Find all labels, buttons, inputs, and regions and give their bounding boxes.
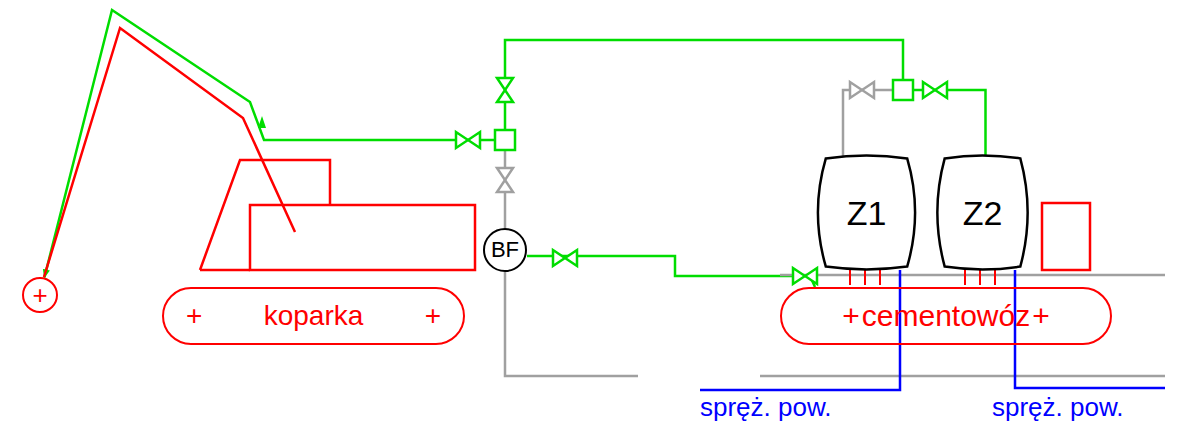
node-label: koparka: [264, 302, 364, 330]
node-label: Z1: [847, 196, 887, 230]
tank: Z2: [930, 155, 1035, 270]
tank-supports: [850, 270, 995, 285]
excavator-track: + koparka +: [162, 287, 465, 345]
truck-cab: [1042, 203, 1090, 270]
terminal-circle: +: [22, 277, 58, 313]
valves: [456, 78, 947, 284]
polarity-mark: +: [425, 302, 441, 330]
air-label: spręż. pow.: [990, 394, 1126, 420]
junction-box: [495, 130, 515, 150]
grey-pipes: [505, 90, 1165, 376]
node-label: cementowóz: [862, 301, 1030, 331]
node-label: Z2: [963, 196, 1003, 230]
polarity-mark: +: [842, 301, 860, 331]
tank: Z1: [810, 155, 923, 270]
air-label: spręż. pow.: [698, 394, 834, 420]
flow-arrow: [258, 116, 266, 128]
node-label: BF: [491, 239, 519, 261]
pipe-connector: [44, 10, 985, 278]
excavator-arm: [44, 28, 295, 277]
polarity-mark: +: [32, 282, 47, 308]
polarity-mark: +: [186, 302, 202, 330]
polarity-mark: +: [1032, 301, 1050, 331]
excavator-body: [44, 28, 475, 277]
junction-box: [893, 80, 913, 100]
filter-circle: BF: [483, 228, 527, 272]
air-lines: [700, 270, 1165, 390]
truck-track: +cementowóz+: [780, 287, 1112, 345]
